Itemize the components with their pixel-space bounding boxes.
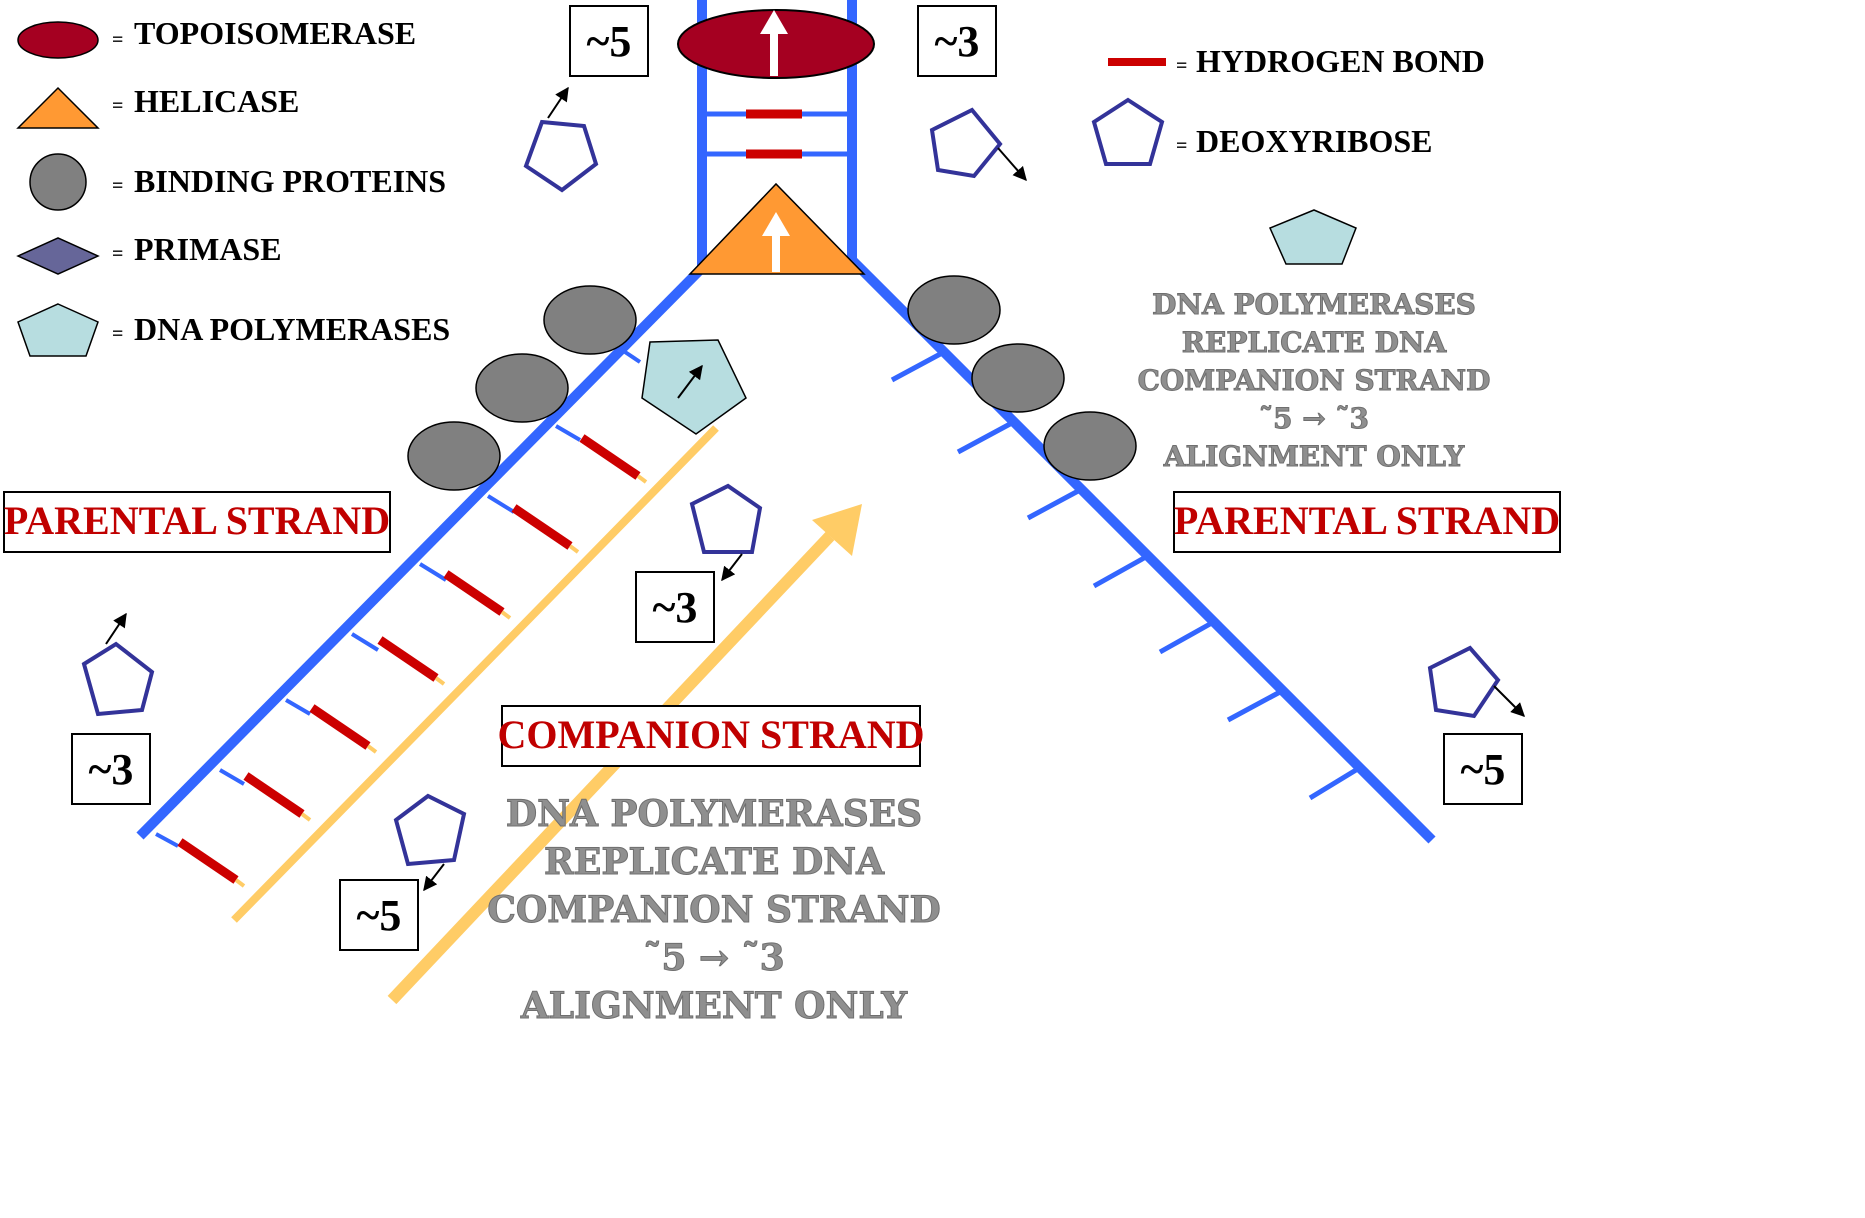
position-label-top-left: ~5 — [569, 5, 649, 77]
legend-equals: = — [112, 175, 123, 197]
legend-helicase: = HELICASE — [16, 83, 299, 129]
primase-icon — [16, 237, 100, 275]
legend-binding-proteins: = BINDING PROTEINS — [29, 153, 446, 211]
binding-protein — [407, 421, 501, 491]
binding-protein — [971, 343, 1065, 413]
deoxyribose-mid — [689, 483, 763, 582]
binding-protein — [907, 275, 1001, 345]
position-label-text: ~3 — [89, 745, 134, 794]
parental-strand-left-text: PARENTAL STRAND — [4, 498, 390, 543]
deoxyribose-top-left — [523, 86, 599, 193]
binding-protein-icon — [29, 153, 87, 211]
position-label-text: ~5 — [1461, 745, 1506, 794]
legend-equals: = — [1176, 55, 1187, 77]
binding-protein — [543, 285, 637, 355]
legend-primase-label: PRIMASE — [134, 231, 282, 267]
legend-deoxyribose: = DEOXYRIBOSE — [1091, 97, 1433, 166]
position-label-text: ~5 — [357, 891, 402, 940]
helicase-icon — [16, 86, 100, 129]
dna-polymerase-right — [1269, 209, 1357, 265]
position-label-mid: ~3 — [635, 571, 715, 643]
right-base-ticks — [890, 349, 1358, 801]
legend-deoxyribose-label: DEOXYRIBOSE — [1196, 123, 1433, 159]
topoisomerase-icon — [17, 21, 99, 59]
topoisomerase — [677, 9, 875, 79]
legend-equals: = — [112, 243, 123, 265]
right-backbone — [848, 256, 1436, 844]
companion-strand-arrow — [387, 504, 862, 1005]
deoxyribose-bottom-center — [393, 793, 467, 892]
legend-dna-polymerases-label: DNA POLYMERASES — [134, 311, 450, 347]
companion-strand-text: COMPANION STRAND — [497, 712, 924, 757]
legend-equals: = — [112, 323, 123, 345]
deoxyribose-icon — [1091, 97, 1165, 166]
legend-hydrogen-bond: = HYDROGEN BOND — [1108, 43, 1485, 79]
note-right-line-3: COMPANION STRAND — [1138, 364, 1491, 397]
dna-polymerase-icon — [17, 303, 99, 357]
note-bottom-line-3: COMPANION STRAND — [487, 889, 941, 931]
parental-strand-right-text: PARENTAL STRAND — [1174, 498, 1560, 543]
legend-helicase-label: HELICASE — [134, 83, 299, 119]
note-right-line-1: DNA POLYMERASES — [1152, 288, 1476, 321]
left-backbone — [136, 266, 704, 840]
note-bottom-line-4: ˜5 → ˜3 — [643, 937, 784, 979]
legend-primase: = PRIMASE — [16, 231, 282, 275]
legend-dna-polymerases: = DNA POLYMERASES — [17, 303, 450, 357]
companion-strands — [231, 425, 862, 1005]
parental-strand-label-right: PARENTAL STRAND — [1173, 491, 1561, 553]
note-bottom-line-5: ALIGNMENT ONLY — [520, 985, 909, 1027]
position-label-text: ~5 — [587, 17, 632, 66]
binding-protein — [475, 353, 569, 423]
position-label-top-right: ~3 — [917, 5, 997, 77]
note-bottom-line-1: DNA POLYMERASES — [506, 793, 922, 835]
parental-strand-label-left: PARENTAL STRAND — [3, 491, 391, 553]
note-right-line-4: ˜5 → ˜3 — [1259, 402, 1369, 435]
deoxyribose-top-right — [929, 107, 1027, 182]
binding-protein — [1043, 411, 1137, 481]
note-right-line-2: REPLICATE DNA — [1182, 326, 1448, 359]
legend-equals: = — [112, 95, 123, 117]
note-right-line-5: ALIGNMENT ONLY — [1163, 440, 1465, 473]
position-label-text: ~3 — [935, 17, 980, 66]
companion-strand-leading — [231, 425, 719, 923]
legend-binding-proteins-label: BINDING PROTEINS — [134, 163, 446, 199]
hydrogen-bonds-left — [177, 434, 641, 884]
legend-equals: = — [1176, 135, 1187, 157]
note-block-bottom: DNA POLYMERASES REPLICATE DNA COMPANION … — [487, 793, 942, 1028]
helicase — [688, 182, 866, 275]
right-parental-strand — [848, 256, 1436, 844]
legend-topoisomerase-label: TOPOISOMERASE — [134, 15, 416, 51]
legend-equals: = — [112, 29, 123, 51]
base-pair-rungs — [155, 350, 642, 848]
companion-strand-label: COMPANION STRAND — [497, 705, 925, 767]
position-label-right: ~5 — [1443, 733, 1523, 805]
legend: = TOPOISOMERASE = HELICASE = BINDING PRO… — [16, 15, 1485, 357]
position-label-bottom-left: ~3 — [71, 733, 151, 805]
legend-hydrogen-bond-label: HYDROGEN BOND — [1196, 43, 1485, 79]
dna-polymerase-on-strand — [641, 339, 747, 435]
deoxyribose-sugars — [81, 86, 1525, 892]
binding-proteins — [407, 275, 1137, 491]
note-block-right: DNA POLYMERASES REPLICATE DNA COMPANION … — [1137, 288, 1491, 474]
deoxyribose-right — [1427, 645, 1525, 719]
note-bottom-line-2: REPLICATE DNA — [544, 841, 885, 883]
position-label-text: ~3 — [653, 583, 698, 632]
position-label-bottom-center: ~5 — [339, 879, 419, 951]
rung-connectors-yellow — [234, 474, 648, 888]
left-parental-strand — [136, 266, 704, 888]
legend-topoisomerase: = TOPOISOMERASE — [17, 15, 416, 59]
deoxyribose-left-bottom — [81, 612, 155, 717]
